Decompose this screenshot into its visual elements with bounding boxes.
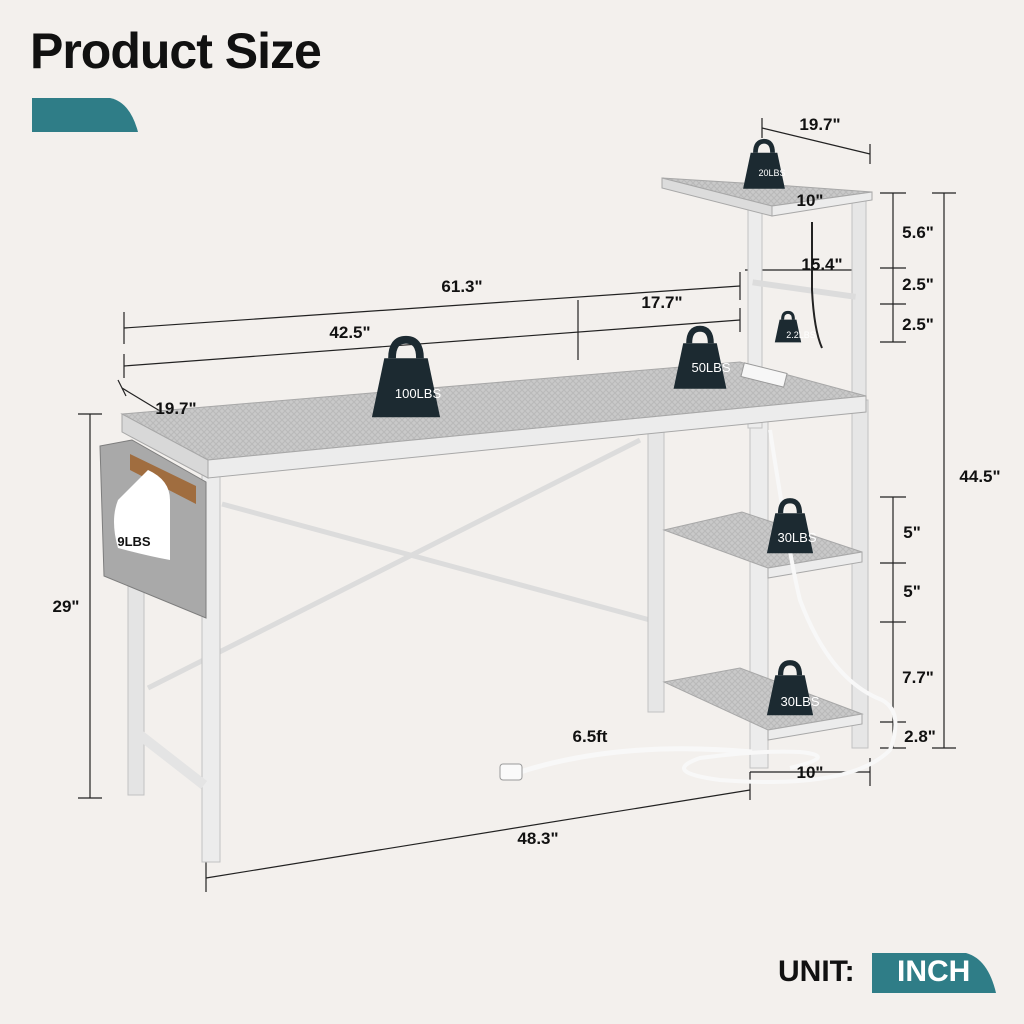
dim-leg-span: 48.3" — [517, 829, 558, 848]
weight-label-100lbs: 100LBS — [395, 386, 442, 401]
dim-hook-bar-height: 15.4" — [801, 255, 842, 274]
dim-gap-top: 5.6" — [902, 223, 934, 242]
weight-label-20lbs: 20LBS — [758, 168, 785, 178]
weight-hook: 2.2LBS — [773, 310, 816, 344]
weight-top-shelf: 20LBS — [743, 141, 785, 189]
weight-label-2-2lbs: 2.2LBS — [786, 330, 816, 340]
weight-label-50lbs: 50LBS — [691, 360, 730, 375]
page-title: Product Size — [30, 23, 322, 79]
dim-top-shelf-depth: 19.7" — [799, 115, 840, 134]
dim-gap-hook2: 2.5" — [902, 315, 934, 334]
weight-desk-top: 100LBS — [372, 340, 442, 418]
dim-desk-width: 42.5" — [329, 323, 370, 342]
dim-shelf-gap2: 5" — [903, 582, 921, 601]
weight-label-9lbs: 9LBS — [117, 534, 151, 549]
unit-label: UNIT: — [778, 955, 855, 988]
dim-bottom-clearance: 2.8" — [904, 727, 936, 746]
unit-value: INCH — [897, 955, 971, 988]
weight-label-30lbs-mid: 30LBS — [777, 530, 816, 545]
dim-gap-hook1: 2.5" — [902, 275, 934, 294]
weight-bottom-shelf: 30LBS — [767, 663, 820, 716]
dim-bottom-shelf-width: 10" — [797, 763, 824, 782]
unit-badge — [872, 953, 996, 993]
side-storage-bag — [99, 439, 207, 619]
dim-cord-length: 6.5ft — [573, 727, 608, 746]
dim-shelf-gap1: 5" — [903, 523, 921, 542]
dim-desk-height: 29" — [53, 597, 80, 616]
dim-top-shelf-width: 10" — [797, 191, 824, 210]
dim-total-height: 44.5" — [959, 467, 1000, 486]
title-accent-bar — [32, 98, 138, 132]
dim-shelf-gap3: 7.7" — [902, 668, 934, 687]
dim-shelf-section-width: 17.7" — [641, 293, 682, 312]
dim-desk-depth: 19.7" — [155, 399, 196, 418]
weight-middle-shelf: 30LBS — [767, 501, 817, 554]
weight-desk-right: 50LBS — [674, 329, 731, 389]
weight-label-30lbs-low: 30LBS — [780, 694, 819, 709]
dim-total-width: 61.3" — [441, 277, 482, 296]
